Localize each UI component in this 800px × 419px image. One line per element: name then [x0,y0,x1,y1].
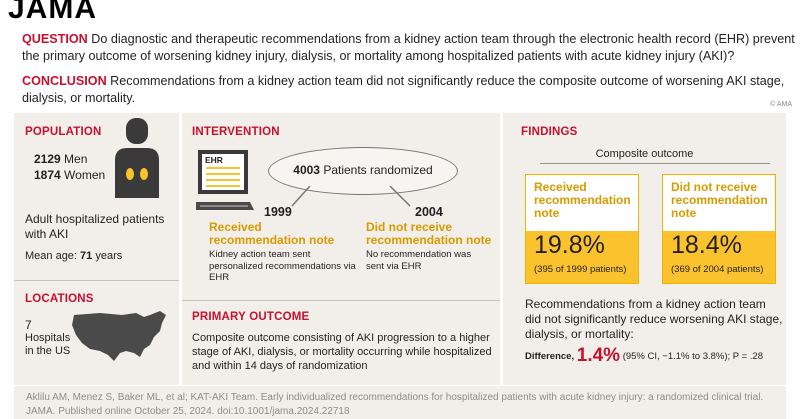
findings-summary: Recommendations from a kidney action tea… [525,297,783,341]
group1-label: Received recommendation note [534,180,631,220]
difference-value: 1.4% [576,345,621,366]
men-count-row: 2129 Men [34,152,87,167]
locations-label: Hospitals in the US [25,332,71,357]
group2-percent: 18.4% [671,231,742,259]
composite-outcome-rule [540,163,770,164]
randomization-arrows [291,186,411,207]
patient-kidney-icon [115,118,159,198]
mean-age-row: Mean age: 71 years [25,249,122,263]
ehr-computer-icon [196,150,254,210]
group2-result-box: Did not receive recommendation note 18.4… [662,174,776,284]
randomized-count: 4003 [293,163,320,177]
women-count-row: 1874 Women [34,168,105,183]
arm1-label: Received recommendation note [209,220,335,247]
difference-row: Difference, 1.4% (95% CI, −1.1% to 3.8%)… [525,345,763,367]
difference-label: Difference, [525,351,575,362]
population-divider [14,280,179,281]
group1-result-box: Received recommendation note 19.8% (395 … [525,174,639,284]
locations-title: LOCATIONS [25,293,94,305]
arm2-count: 2004 [415,205,443,219]
composite-outcome-label: Composite outcome [595,148,694,160]
randomized-ellipse [268,147,458,195]
citation-line1: Aklilu AM, Menez S, Baker ML, et al; KAT… [26,392,764,403]
group1-highlight [526,231,638,283]
copyright: © AMA [770,101,792,108]
citation-text: Aklilu AM, Menez S, Baker ML, et al; KAT… [26,391,763,419]
intervention-divider [182,300,500,301]
primary-outcome-text: Composite outcome consisting of AKI prog… [192,332,492,372]
group2-label: Did not receive recommendation note [671,180,768,220]
group1-count: (395 of 1999 patients) [534,264,627,275]
difference-detail: (95% CI, −1.1% to 3.8%); P = .28 [622,351,763,362]
arm1-description: Kidney action team sent personalized rec… [209,249,356,283]
men-count: 2129 [34,152,61,166]
mean-age-unit: years [95,250,123,262]
ehr-label: EHR [205,155,223,165]
population-description: Adult hospitalized patients with AKI [25,212,165,241]
group1-percent: 19.8% [534,231,605,259]
citation-footer: Aklilu AM, Menez S, Baker ML, et al; KAT… [14,386,786,419]
conclusion-label: CONCLUSION [22,74,107,88]
women-label: Women [64,168,106,182]
us-map-icon [72,311,166,361]
citation-line2: JAMA. Published online October 25, 2024.… [26,406,350,417]
arm2-label: Did not receive recommendation note [366,220,492,247]
arm1-count: 1999 [264,205,292,219]
question-text: Do diagnostic and therapeutic recommenda… [22,32,795,63]
journal-logo: JAMA [8,0,98,25]
findings-title: FINDINGS [521,126,578,138]
locations-count: 7 [25,318,32,332]
conclusion-text: Recommendations from a kidney action tea… [22,74,785,105]
group2-highlight [663,231,775,283]
question-label: QUESTION [22,32,88,46]
question-block: QUESTION Do diagnostic and therapeutic r… [22,31,798,65]
women-count: 1874 [34,168,61,182]
arm2-description: No recommendation was sent via EHR [366,249,472,272]
group2-count: (369 of 2004 patients) [671,264,764,275]
randomized-label: Patients randomized [323,163,433,177]
conclusion-block: CONCLUSION Recommendations from a kidney… [22,73,798,107]
primary-outcome-title: PRIMARY OUTCOME [192,311,310,323]
mean-age-label: Mean age: [25,250,77,262]
men-label: Men [64,152,88,166]
population-title: POPULATION [25,126,102,138]
intervention-title: INTERVENTION [192,126,280,138]
mean-age-value: 71 [80,250,93,262]
randomized-text: 4003 Patients randomized [278,163,448,177]
